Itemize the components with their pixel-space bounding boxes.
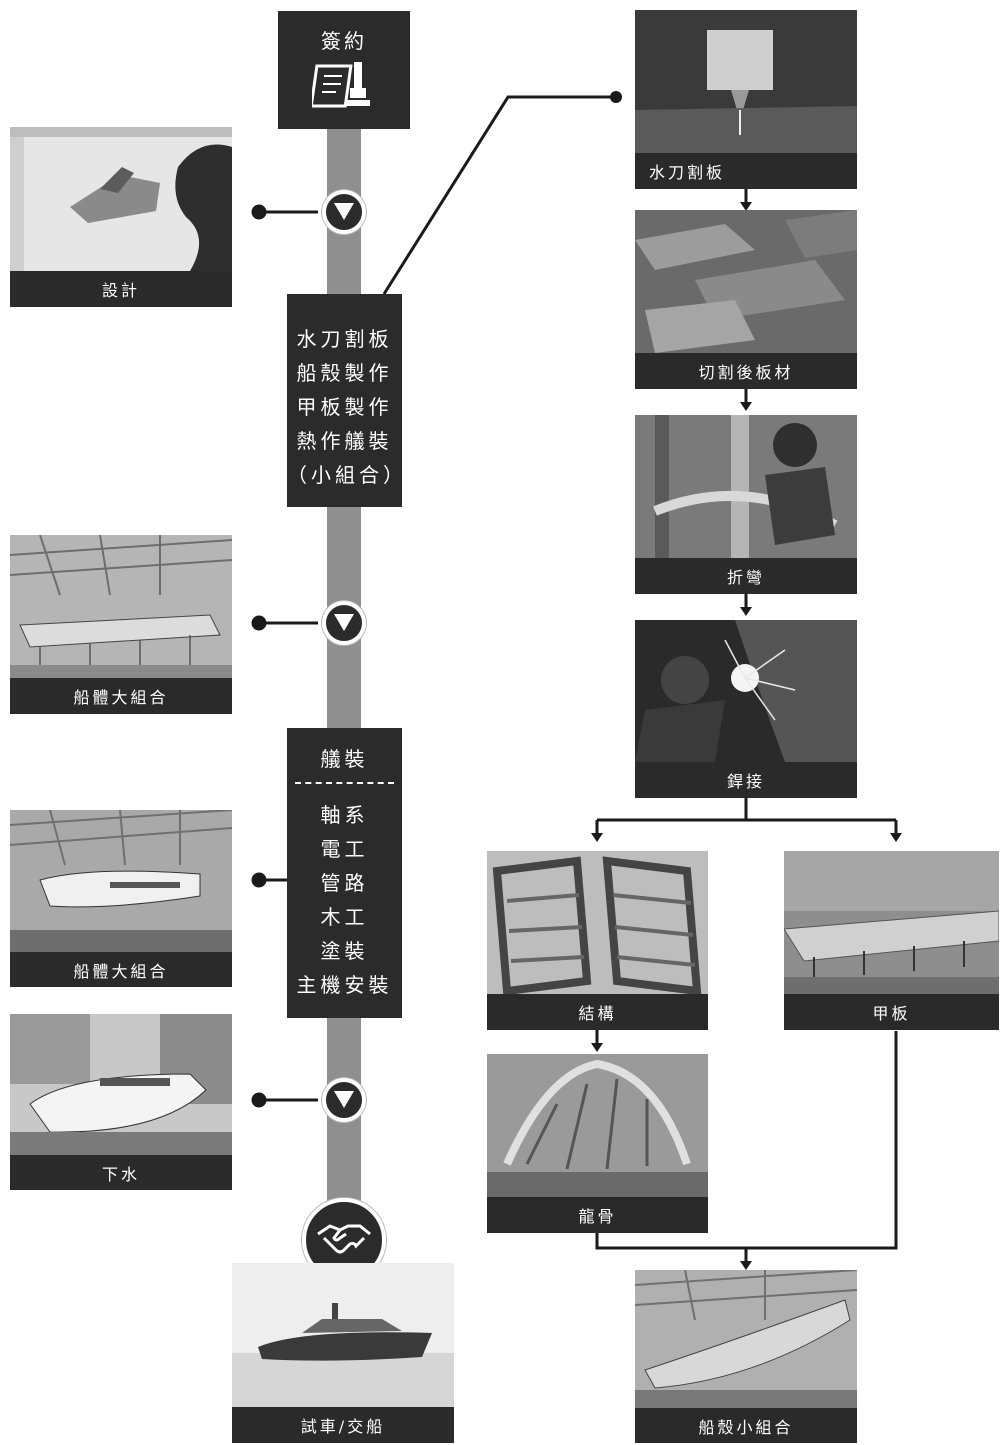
shell-sub-photo [635,1270,857,1408]
fabrication-line: 甲板製作 [296,395,393,419]
step-down-icon [322,601,366,645]
outfitting-divider [295,782,394,784]
keel-caption: 龍骨 [487,1197,708,1233]
outfitting-line: 管路 [320,871,369,895]
launch-caption: 下水 [10,1155,232,1190]
contract-label: 簽約 [321,29,367,53]
hull-assembly-photo [10,535,232,678]
design-photo [10,127,232,271]
hull-assembly-card-2: 船體大組合 [10,810,232,987]
step-down-icon [322,1078,366,1122]
cut-plates-caption: 切割後板材 [635,353,857,389]
arrowheads [591,202,902,1270]
hull-assembly-caption: 船體大組合 [10,678,232,714]
deck-photo [784,851,999,994]
fabrication-line: 水刀割板 [296,327,393,351]
hull-assembly-photo-2 [10,810,232,952]
cut-plates-card: 切割後板材 [635,210,857,389]
left-connectors [251,204,318,1108]
contract-icon [309,62,370,108]
outfitting-title: 艤裝 [320,747,369,771]
fabrication-line: 船殼製作 [296,361,393,385]
outfitting-line: 塗裝 [320,939,369,963]
outfitting-line: 電工 [320,837,369,861]
waterjet-photo [635,10,857,153]
shell-sub-card: 船殼小組合 [635,1270,857,1443]
delivery-card: 試車/交船 [232,1263,454,1443]
waterjet-caption: 水刀割板 [635,153,857,189]
fabrication-line: （小組合） [287,463,407,487]
structure-card: 結構 [487,851,708,1030]
right-connectors [595,189,898,1262]
bending-photo [635,415,857,558]
cut-plates-photo [635,210,857,353]
deck-caption: 甲板 [784,994,999,1030]
welding-photo [635,620,857,762]
keel-card: 龍骨 [487,1054,708,1233]
outfitting-line: 主機安裝 [296,973,393,997]
delivery-photo [232,1263,454,1407]
delivery-caption: 試車/交船 [232,1407,454,1443]
hull-assembly-card: 船體大組合 [10,535,232,714]
fabrication-line: 熱作艤裝 [296,429,393,453]
link-to-waterjet [382,95,614,295]
design-card: 設計 [10,127,232,307]
outfitting-box: 艤裝 軸系 電工 管路 木工 塗裝 主機安裝 [287,728,402,1018]
shell-sub-caption: 船殼小組合 [635,1408,857,1443]
welding-card: 銲接 [635,620,857,798]
outfitting-line: 軸系 [320,803,369,827]
waterjet-card: 水刀割板 [635,10,857,189]
hull-assembly-caption-2: 船體大組合 [10,952,232,987]
bending-card: 折彎 [635,415,857,594]
timeline-spine [327,128,361,1208]
welding-caption: 銲接 [635,762,857,798]
bending-caption: 折彎 [635,558,857,594]
outfitting-line: 木工 [320,905,369,929]
structure-caption: 結構 [487,994,708,1030]
fabrication-box: 水刀割板 船殼製作 甲板製作 熱作艤裝 （小組合） [287,294,407,507]
step-down-icon [322,190,366,234]
contract-box: 簽約 [278,11,410,129]
keel-photo [487,1054,708,1197]
launch-photo [10,1014,232,1155]
launch-card: 下水 [10,1014,232,1190]
design-caption: 設計 [10,271,232,307]
deck-card: 甲板 [784,851,999,1030]
structure-photo [487,851,708,994]
